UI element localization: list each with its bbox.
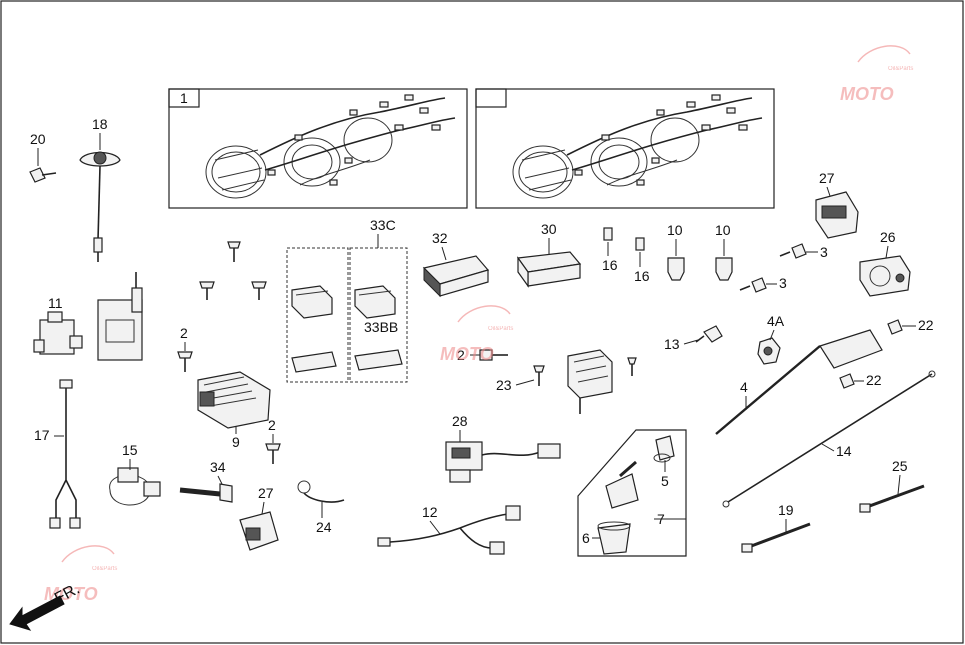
sensor-18 [79, 151, 121, 262]
callout-25: 25 [892, 458, 908, 474]
watermark-center: MOTO Oil&Parts [440, 305, 513, 364]
callout-32: 32 [432, 230, 448, 246]
callout-22-b: 22 [866, 372, 882, 388]
fuse-16-b [635, 237, 645, 251]
regulator-9 [197, 371, 271, 429]
callout-18: 18 [92, 116, 108, 132]
callout-33bb: 33BB [364, 319, 398, 335]
screw-3-a [779, 243, 807, 259]
callout-16-a: 16 [602, 257, 618, 273]
wiring-harness-box-left [168, 88, 468, 209]
bolt-2-b [265, 443, 281, 464]
actuator-11 [33, 272, 143, 361]
module-30 [516, 251, 582, 288]
bolt-2-a [177, 351, 193, 372]
callout-1: 1 [180, 90, 188, 106]
screw-22-b [839, 373, 855, 389]
connector-27-upper [815, 191, 859, 239]
watermark-top-right: MOTO Oil&Parts [840, 45, 913, 104]
bolt-20 [29, 167, 57, 183]
callout-20: 20 [30, 131, 46, 147]
callout-10-a: 10 [667, 222, 683, 238]
callout-3-a: 3 [820, 244, 828, 260]
callout-9: 9 [232, 434, 240, 450]
bolt-34 [179, 483, 233, 503]
group-33c [286, 247, 408, 383]
screw-3-b [739, 277, 767, 293]
cable-14 [722, 370, 936, 508]
callout-33c: 33C [370, 217, 396, 233]
clamp-15 [109, 467, 161, 506]
fuse-10-b [715, 257, 733, 281]
callout-27-lower: 27 [258, 485, 274, 501]
wiring-harness-box-right [475, 88, 775, 209]
fuse-16-a [603, 227, 613, 241]
callout-2-a: 2 [180, 325, 188, 341]
callout-10-b: 10 [715, 222, 731, 238]
cable-tie-19 [741, 522, 811, 553]
front-direction-arrow [9, 595, 65, 631]
svg-text:Oil&Parts: Oil&Parts [488, 326, 513, 332]
callout-2-b: 2 [268, 417, 276, 433]
callout-15: 15 [122, 442, 138, 458]
screw-23 [533, 365, 545, 386]
module-28 [445, 441, 561, 483]
wire-lead-17 [49, 379, 81, 529]
callout-2-c: 2 [457, 347, 465, 363]
connector-27-lower [239, 511, 279, 551]
callout-28: 28 [452, 413, 468, 429]
svg-text:Oil&Parts: Oil&Parts [888, 66, 913, 72]
callout-34: 34 [210, 459, 226, 475]
callout-12: 12 [422, 504, 438, 520]
screws-group [199, 241, 267, 300]
callout-17: 17 [34, 427, 50, 443]
callout-16-b: 16 [634, 268, 650, 284]
callout-5: 5 [661, 473, 669, 489]
callout-27-upper: 27 [819, 170, 835, 186]
svg-text:MOTO: MOTO [840, 84, 894, 104]
plug-cap-group [577, 429, 687, 557]
sensor-13 [695, 325, 723, 343]
svg-text:Oil&Parts: Oil&Parts [92, 566, 117, 572]
harness-12 [377, 505, 521, 555]
callout-26: 26 [880, 229, 896, 245]
callout-4: 4 [740, 379, 748, 395]
callout-30: 30 [541, 221, 557, 237]
callout-24: 24 [316, 519, 332, 535]
bolt-2-c [479, 349, 508, 361]
callout-13: 13 [664, 336, 680, 352]
callout-11: 11 [48, 295, 63, 311]
cable-tie-25 [859, 484, 925, 513]
callout-4a: 4A [767, 313, 785, 329]
svg-text:MOTO: MOTO [440, 344, 494, 364]
callout-19: 19 [778, 502, 794, 518]
screw-22-a [887, 319, 903, 335]
ignition-coil-4a [757, 337, 781, 365]
callout-22-a: 22 [918, 317, 934, 333]
clamp-24 [297, 480, 345, 503]
relay-block [567, 349, 637, 414]
callout-14: 14 [836, 443, 852, 459]
connector-26 [859, 255, 911, 297]
callout-6: 6 [582, 530, 590, 546]
fuse-10-a [667, 257, 685, 281]
callout-23: 23 [496, 377, 512, 393]
ignition-lead-4 [715, 329, 883, 435]
callout-3-b: 3 [779, 275, 787, 291]
ecu-32 [422, 255, 490, 298]
